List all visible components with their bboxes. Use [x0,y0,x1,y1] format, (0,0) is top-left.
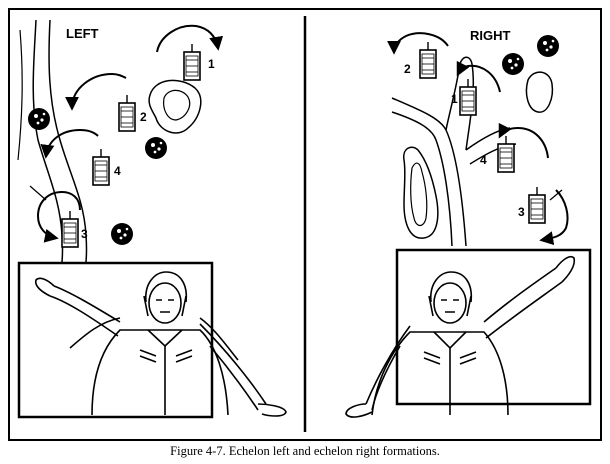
vehicle-number: 2 [404,62,411,76]
tank-icon [118,94,136,132]
hill-contour-icon [403,146,439,239]
tank-icon [183,43,201,81]
right-road [391,97,467,247]
turn-arrow-icon [498,122,549,159]
bush-icon [502,53,524,75]
vehicle-number: 1 [208,57,215,71]
turn-arrow-icon [156,24,224,53]
tank-icon [528,186,546,224]
turn-arrow-icon [65,72,127,111]
turn-arrow-icon [539,189,569,246]
right-panel-title: RIGHT [470,28,511,43]
tank-icon [419,41,437,79]
signaler-left-figure [34,271,287,417]
vehicle-number: 1 [451,92,458,106]
bush-icon [537,35,559,57]
hill-contour-icon [525,71,554,113]
signaler-right-figure [345,255,576,418]
figure-caption: Figure 4-7. Echelon left and echelon rig… [170,444,440,458]
bush-icon [145,137,167,159]
turn-arrow-icon [456,60,501,93]
tank-icon [92,148,110,186]
left-signal-box [17,261,214,419]
vehicle-number: 3 [81,227,88,241]
tank-icon [497,135,515,173]
left-panel-title: LEFT [66,26,99,41]
right-panel: RIGHT 2 1 4 3 [345,28,592,418]
outer-border [8,8,602,441]
hill-contour-icon [148,79,202,134]
tank-icon [61,210,79,248]
turn-arrow-icon [387,32,449,55]
vehicle-number: 2 [140,110,147,124]
bush-icon [28,108,50,130]
left-panel: LEFT 1 2 4 3 [17,19,287,419]
vehicle-number: 4 [114,164,121,178]
bush-icon [111,223,133,245]
vehicle-number: 3 [518,205,525,219]
vehicle-number: 4 [480,153,487,167]
right-signal-box [395,248,592,406]
turn-arrow-icon [40,128,99,159]
left-road [32,19,64,263]
